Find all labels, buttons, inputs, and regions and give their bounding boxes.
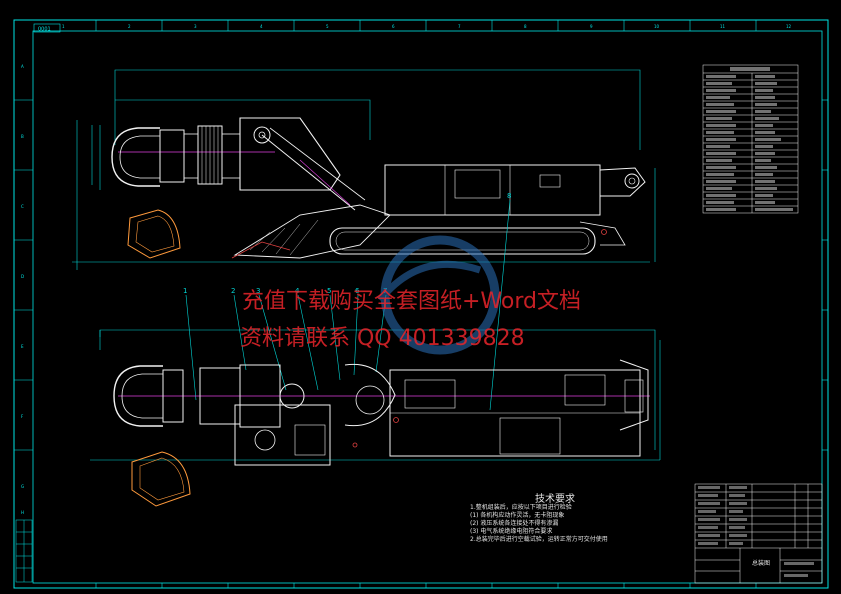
plan-turret-circle	[254, 429, 276, 451]
plan-cutter-head-inner	[121, 373, 163, 419]
border-num-1: 1	[62, 24, 65, 29]
border-num-10: 10	[654, 24, 660, 29]
border-numbers: 1 2 3 4 5 6 7 8 9 10 11 12 A B C D E F G…	[21, 24, 792, 515]
outer-border	[13, 19, 829, 589]
border-num-3: 3	[194, 24, 197, 29]
side-main-body	[384, 164, 601, 216]
side-view	[72, 69, 656, 270]
balloon-8: 8	[507, 192, 511, 200]
side-cutting-profile-inner	[135, 215, 175, 253]
plan-rear-box	[624, 379, 644, 413]
border-num-11: 11	[720, 24, 726, 29]
technical-note-line: 2.总装完毕后进行空载试验，运转正常方可交付使用	[470, 536, 608, 543]
plan-cutting-profile	[131, 451, 191, 507]
watermark-line-1: 充值下载购买全套图纸+Word文档	[242, 289, 581, 314]
border-letter-e: E	[21, 344, 24, 349]
balloon-4: 4	[295, 287, 300, 295]
plan-red-dot-2	[352, 442, 358, 448]
title-block-name: 总装图	[752, 559, 770, 567]
side-cutter-hub	[159, 129, 185, 183]
plan-motor-disc	[279, 383, 305, 409]
plan-rear-conveyor	[619, 359, 649, 431]
border-num-7: 7	[458, 24, 461, 29]
border-letter-g: G	[21, 484, 24, 489]
parameter-table	[702, 64, 799, 214]
border-letter-b: B	[21, 134, 24, 139]
side-motor-housing	[221, 133, 241, 179]
border-letter-h: H	[21, 510, 24, 515]
side-cutting-profile	[127, 209, 181, 259]
balloon-1: 1	[183, 287, 187, 295]
side-boom-cylinder-2	[269, 127, 366, 201]
plan-cutter-head	[113, 365, 163, 427]
border-num-8: 8	[524, 24, 527, 29]
parameter-table-fill	[706, 67, 793, 211]
plan-red-dot	[393, 417, 399, 423]
plan-body-box	[499, 417, 561, 455]
plan-turret	[234, 404, 331, 466]
border-num-2: 2	[128, 24, 131, 29]
plan-view	[90, 199, 661, 507]
balloon-6: 6	[355, 287, 360, 295]
side-apron-red-edge	[231, 241, 291, 259]
side-crawler-track-inner	[335, 231, 590, 251]
plan-view-dimensions	[90, 329, 661, 461]
side-boom	[239, 117, 341, 191]
title-block-fill	[698, 486, 814, 577]
border-ticks	[14, 20, 828, 588]
border-num-9: 9	[590, 24, 593, 29]
side-loader-apron	[233, 204, 391, 259]
balloon-2: 2	[231, 287, 235, 295]
technical-note-line: (3) 电气系统绝缘电阻符合要求	[470, 528, 553, 535]
technical-note-line: 1.整机组装后，应按以下项目进行检验	[470, 504, 572, 511]
border-letter-c: C	[21, 204, 24, 209]
side-rear-roller	[624, 173, 640, 189]
plan-cutter-hub	[162, 369, 184, 423]
side-gearbox-fins	[201, 126, 219, 184]
plan-cutting-profile-inner	[139, 457, 185, 501]
inner-border	[32, 30, 823, 584]
side-boom-pivot	[253, 126, 271, 144]
side-body-panel-2	[539, 174, 561, 188]
balloon-3: 3	[256, 287, 260, 295]
plan-body-box-3	[564, 374, 606, 406]
border-num-5: 5	[326, 24, 329, 29]
side-rear-red-dot	[601, 229, 607, 235]
side-body-panel	[454, 169, 501, 199]
border-num-12: 12	[786, 24, 792, 29]
side-cutter-head	[111, 127, 160, 187]
technical-notes: 技术要求 1.整机组装后，应按以下项目进行检验 (1) 各机构应动作灵活，无卡阻…	[470, 494, 700, 544]
side-boom-cylinder	[261, 134, 356, 211]
technical-note-line: (1) 各机构应动作灵活，无卡阻现象	[470, 512, 565, 519]
border-num-6: 6	[392, 24, 395, 29]
side-boom-link	[299, 159, 351, 206]
plan-swing-arc	[344, 363, 396, 427]
side-cutter-head-inner	[119, 135, 160, 179]
corner-tag: 0001	[38, 27, 51, 33]
plan-swing-center	[355, 385, 385, 415]
balloon-5: 5	[327, 287, 331, 295]
side-crawler-track	[329, 227, 596, 255]
left-side-table	[15, 519, 33, 583]
border-letter-a: A	[21, 64, 24, 69]
corner-tag-box	[33, 23, 61, 33]
border-num-4: 4	[260, 24, 263, 29]
side-boom-pivot-core	[258, 131, 266, 139]
technical-note-line: (2) 液压系统各连接处不得有渗漏	[470, 520, 559, 527]
plan-turret-block	[294, 424, 326, 456]
side-rear-roller-core	[628, 177, 636, 185]
title-block	[694, 483, 823, 584]
technical-notes-title: 技术要求	[535, 494, 575, 505]
border-letter-f: F	[21, 414, 24, 419]
side-front-rest	[579, 221, 626, 246]
side-rear-conveyor	[599, 167, 646, 197]
plan-body-box-2	[404, 379, 456, 409]
watermark-logo	[377, 235, 500, 355]
watermark-line-2: 资料请联系 QQ 401339828	[240, 326, 525, 351]
border-letter-d: D	[21, 274, 24, 279]
side-cutter-hub-plate	[183, 133, 199, 179]
side-view-dimensions	[72, 69, 656, 270]
